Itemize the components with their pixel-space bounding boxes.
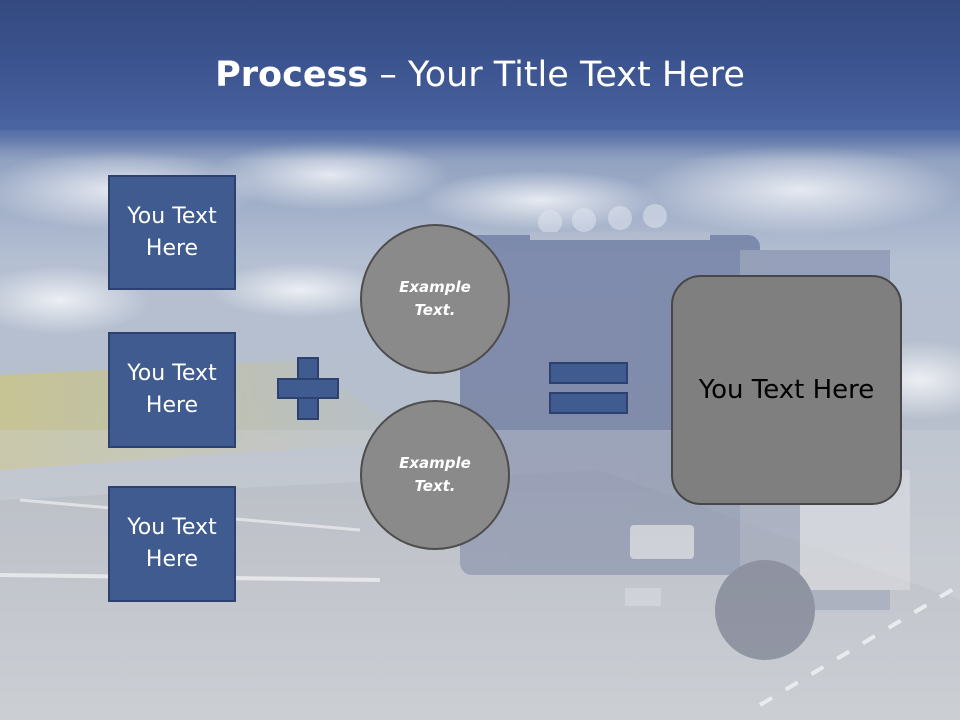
input-box-1[interactable]: You Text Here <box>108 175 236 290</box>
input-box-label: You Text Here <box>127 515 217 572</box>
title-bar <box>0 0 960 130</box>
input-box-3[interactable]: You Text Here <box>108 486 236 602</box>
input-box-2[interactable]: You Text Here <box>108 332 236 448</box>
input-box-label: You Text Here <box>127 203 217 261</box>
result-box[interactable]: You Text Here <box>671 275 902 505</box>
circle-label: Example Text. <box>399 278 471 319</box>
example-circle-2[interactable]: Example Text. <box>360 400 510 550</box>
title-bold: Process <box>215 55 369 95</box>
title-bar-fade <box>0 120 960 160</box>
result-label: You Text Here <box>698 375 875 405</box>
input-box-label: You Text Here <box>127 361 217 418</box>
slide-title[interactable]: Process – Your Title Text Here <box>0 52 960 98</box>
equals-icon[interactable] <box>549 362 628 414</box>
plus-icon[interactable] <box>277 357 339 420</box>
example-circle-1[interactable]: Example Text. <box>360 224 510 374</box>
title-rest: – Your Title Text Here <box>368 55 745 95</box>
circle-label: Example Text. <box>399 454 471 495</box>
